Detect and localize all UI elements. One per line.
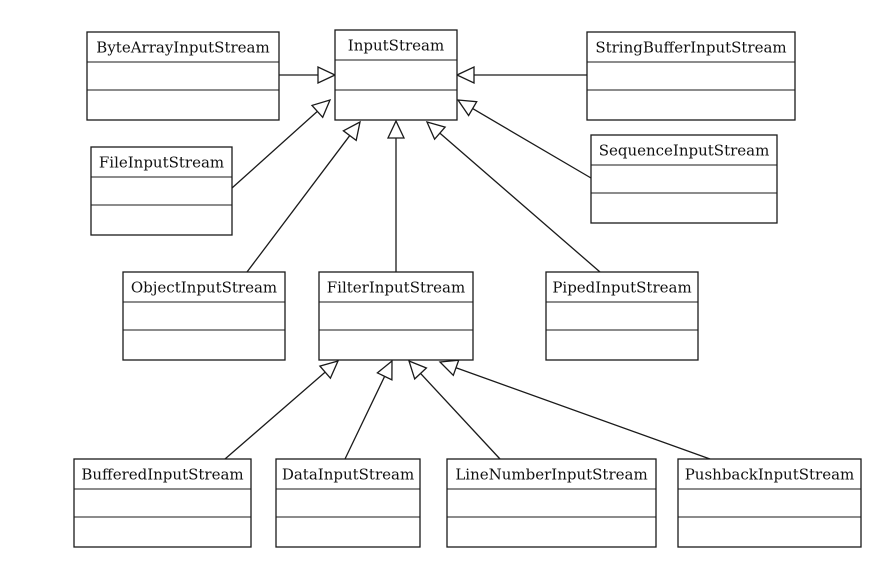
class-name: DataInputStream (282, 466, 414, 484)
inheritance-edge-objectinputstream (246, 120, 361, 273)
inheritance-edge-bufferedinputstream (224, 359, 340, 460)
class-box-border (122, 271, 286, 361)
inheritance-line (472, 108, 592, 179)
class-name: PushbackInputStream (685, 466, 855, 484)
inheritance-line (224, 371, 326, 460)
inheritance-edge-fileinputstream (231, 98, 332, 189)
inheritance-line (420, 373, 501, 460)
class-box-objectinputstream: ObjectInputStream (122, 271, 286, 361)
class-name: StringBufferInputStream (595, 39, 786, 57)
inheritance-line (246, 135, 351, 273)
class-box-inputstream: InputStream (334, 29, 458, 121)
generalization-arrowhead (317, 65, 337, 85)
class-box-border (545, 271, 699, 361)
class-box-border (318, 271, 474, 361)
class-box-border (586, 31, 796, 121)
class-box-border (590, 134, 778, 224)
class-name: FilterInputStream (327, 279, 465, 297)
generalization-arrowhead (386, 119, 406, 139)
inheritance-line (439, 132, 601, 273)
inheritance-edge-datainputstream (344, 359, 393, 460)
class-box-pipedinputstream: PipedInputStream (545, 271, 699, 361)
class-name: ObjectInputStream (131, 279, 277, 297)
class-box-border (677, 458, 862, 548)
class-name: FileInputStream (99, 154, 224, 172)
generalization-arrowhead (456, 99, 478, 117)
inheritance-edge-stringbufferinputstream (455, 65, 587, 85)
class-name: PipedInputStream (552, 279, 691, 297)
inheritance-edge-linenumberinputstream (407, 359, 501, 460)
class-box-border (86, 31, 280, 121)
class-box-border (334, 29, 458, 121)
class-name: InputStream (348, 37, 444, 55)
inheritance-line (455, 367, 711, 460)
class-box-linenumberinputstream: LineNumberInputStream (446, 458, 657, 548)
inheritance-edge-pipedinputstream (425, 120, 601, 273)
class-name: ByteArrayInputStream (96, 39, 269, 57)
generalization-arrowhead (407, 359, 428, 381)
class-box-stringbufferinputstream: StringBufferInputStream (586, 31, 796, 121)
class-box-bufferedinputstream: BufferedInputStream (73, 458, 252, 548)
inheritance-edge-filterinputstream (386, 119, 406, 272)
class-box-border (90, 146, 233, 236)
inheritance-line (231, 110, 318, 189)
class-box-datainputstream: DataInputStream (275, 458, 421, 548)
class-box-border (446, 458, 657, 548)
class-box-sequenceinputstream: SequenceInputStream (590, 134, 778, 224)
class-name: BufferedInputStream (81, 466, 243, 484)
generalization-arrowhead (376, 359, 393, 381)
inheritance-line (344, 376, 386, 460)
class-box-bytearrayinputstream: ByteArrayInputStream (86, 31, 280, 121)
class-name: SequenceInputStream (599, 142, 770, 160)
inheritance-edge-bytearrayinputstream (279, 65, 337, 85)
class-box-fileinputstream: FileInputStream (90, 146, 233, 236)
class-box-filterinputstream: FilterInputStream (318, 271, 474, 361)
class-box-border (275, 458, 421, 548)
class-name: LineNumberInputStream (455, 466, 647, 484)
inheritance-edges (224, 65, 711, 460)
generalization-arrowhead (342, 120, 361, 142)
class-box-border (73, 458, 252, 548)
generalization-arrowhead (438, 359, 460, 377)
generalization-arrowhead (455, 65, 475, 85)
generalization-arrowhead (310, 98, 332, 119)
inheritance-edge-sequenceinputstream (456, 99, 592, 179)
generalization-arrowhead (318, 359, 340, 380)
inheritance-edge-pushbackinputstream (438, 359, 711, 460)
class-boxes: InputStream ByteArrayInputStream StringBuf… (73, 29, 862, 548)
class-box-pushbackinputstream: PushbackInputStream (677, 458, 862, 548)
generalization-arrowhead (425, 120, 447, 141)
